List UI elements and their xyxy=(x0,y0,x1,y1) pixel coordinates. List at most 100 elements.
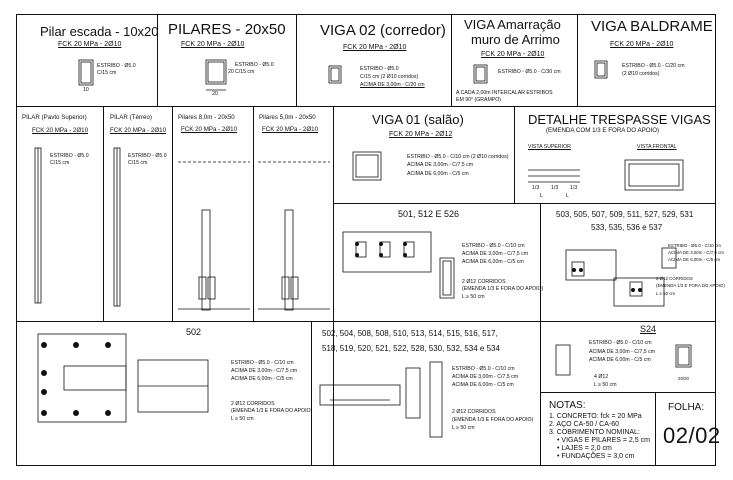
viga-02-spacing: C/15 cm (2 Ø10 corridos) xyxy=(360,74,419,80)
folha-label: FOLHA: xyxy=(668,402,705,413)
s24-estribo: ESTRIBO - Ø5.0 - C/10 cm xyxy=(589,340,652,346)
v501-title: 501, 512 E 526 xyxy=(398,209,460,219)
viga-amarracao-spec: FCK 20 MPa - 2Ø10 xyxy=(481,51,545,58)
v504-l: L ≥ 50 cm xyxy=(452,425,475,431)
v504-title-2: 518, 519, 520, 521, 522, 528, 530, 532, … xyxy=(322,344,500,353)
viga-amarracao-section xyxy=(473,64,488,84)
viga-01-estribo: ESTRIBO - Ø5.0 - C/10 cm (2 Ø10 corridos… xyxy=(407,154,509,160)
s24-acima6: ACIMA DE 6,00m - C/5 cm xyxy=(589,357,651,363)
viga-amarracao-note-2: EM 90° (GRAMPO) xyxy=(456,97,502,103)
notes-title: NOTAS: xyxy=(549,400,586,411)
pilares-20x50-spec: FCK 20 MPa - 2Ø10 xyxy=(181,41,245,48)
sheet-frame xyxy=(16,14,716,466)
pilar-pavto-spacing: C/15 cm xyxy=(50,160,70,166)
viga-amarracao-estribo: ESTRIBO - Ø5.0 - C/30 cm xyxy=(498,69,561,75)
detalhe-l-b: L xyxy=(566,193,569,199)
v501-drawing xyxy=(342,231,455,299)
v504-corridos: 2 Ø12 CORRIDOS xyxy=(452,409,496,415)
v501-emenda: (EMENDA 1/3 E FORA DO APOIO) xyxy=(462,286,544,292)
pilar-pavto-title: PILAR (Pavto Superior) xyxy=(22,114,87,121)
v504-acima6: ACIMA DE 6,00m - C/5 cm xyxy=(452,382,514,388)
v504-estribo: ESTRIBO - Ø5.0 - C/10 cm xyxy=(452,366,515,372)
pilar-escada-title: Pilar escada - 10x20 xyxy=(40,24,159,39)
pilar-terreo-spacing: C/15 cm xyxy=(128,160,148,166)
v503-title-1: 503, 505, 507, 509, 511, 527, 529, 531 xyxy=(556,210,694,219)
pilar-escada-spacing: C/15 cm xyxy=(97,70,117,76)
detalhe-vista-superior: VISTA SUPERIOR xyxy=(528,144,571,150)
pilar-escada-spec: FCK 20 MPa - 2Ø10 xyxy=(58,41,122,48)
pilares-5m-elevation xyxy=(258,161,330,311)
v502-title: 502 xyxy=(186,327,202,337)
v504-emenda: (EMENDA 1/3 E FORA DO APOIO) xyxy=(452,417,534,423)
pilares-5m-title: Pilares 5,0m - 20x50 xyxy=(259,114,316,121)
notes-line-4: • VIGAS E PILARES = 2,5 cm xyxy=(557,437,650,444)
v504-title-1: 502, 504, 508, 508, 510, 513, 514, 515, … xyxy=(322,329,498,338)
viga-baldrame-spec: FCK 20 MPa - 2Ø10 xyxy=(610,41,674,48)
pilares-20x50-dim-h: 20 xyxy=(228,69,234,75)
detalhe-third-c: 1/3 xyxy=(570,185,578,191)
pilar-terreo-elevation xyxy=(113,147,121,307)
v503-emenda: (EMENDA 1/3 E FORA DO APOIO) xyxy=(656,283,725,288)
s24-dim: 20/20 xyxy=(678,376,689,381)
viga-baldrame-estribo: ESTRIBO - Ø5.0 - C/20 cm xyxy=(622,63,685,69)
v503-acima3: ACIMA DE 3,00m - C/7,5 cm xyxy=(668,250,724,255)
pilar-escada-dim: 10 xyxy=(83,87,89,93)
detalhe-third-a: 1/3 xyxy=(532,185,540,191)
viga-02-title: VIGA 02 (corredor) xyxy=(320,22,446,39)
viga-02-acima: ACIMA DE 3,00m - C/20 cm xyxy=(360,82,425,88)
v502-corridos: 2 Ø12 CORRIDOS xyxy=(231,401,275,407)
v501-acima3: ACIMA DE 3,00m - C/7,5 cm xyxy=(462,251,529,257)
viga-02-estribo: ESTRIBO - Ø5.0 xyxy=(360,66,399,72)
pilares-20x50-title: PILARES - 20x50 xyxy=(168,21,286,38)
folha-number: 02/02 xyxy=(663,423,721,448)
notes-line-2: 2. AÇO CA-50 / CA-60 xyxy=(549,421,620,428)
pilares-20x50-section xyxy=(205,59,227,91)
v504-drawing xyxy=(319,361,443,438)
s24-title: S24 xyxy=(640,324,657,334)
v503-title-2: 533, 535, 536 e 537 xyxy=(591,223,663,232)
v502-emenda: (EMENDA 1/3 E FORA DO APOIO) xyxy=(231,408,313,414)
pilar-terreo-title: PILAR (Térreo) xyxy=(110,114,152,121)
detalhe-trespasse-drawing xyxy=(528,159,684,191)
viga-baldrame-section xyxy=(594,60,608,79)
viga-amarracao-title-2: muro de Arrimo xyxy=(471,32,560,47)
pilar-terreo-estribo: ESTRIBO - Ø5.0 xyxy=(128,153,167,159)
viga-02-section xyxy=(328,65,342,84)
pilar-pavto-spec: FCK 20 MPa - 2Ø10 xyxy=(32,127,89,134)
v502-acima3: ACIMA DE 3,00m - C/7,5 cm xyxy=(231,368,298,374)
viga-01-section xyxy=(352,151,382,181)
viga-01-acima3: ACIMA DE 3,00m - C/7,5 cm xyxy=(407,162,474,168)
pilares-20x50-spacing: C/15 cm xyxy=(235,69,255,75)
v503-estribo: ESTRIBO - Ø5.0 - C/10 cm xyxy=(668,243,721,248)
v502-acima6: ACIMA DE 6,00m - C/5 cm xyxy=(231,376,293,382)
notes-line-3: 3. COBRIMENTO NOMINAL: xyxy=(549,429,640,436)
viga-amarracao-note-1: A CADA 2,00m INTERCALAR ESTRIBOS xyxy=(456,90,553,96)
v501-estribo: ESTRIBO - Ø5.0 - C/10 cm xyxy=(462,243,525,249)
v503-acima6: ACIMA DE 6,00m - C/5 cm xyxy=(668,257,721,262)
s24-acima3: ACIMA DE 3,00m - C/7,5 cm xyxy=(589,349,656,355)
v503-corridos: 2 Ø12 CORRIDOS xyxy=(656,276,693,281)
s24-l: L ≥ 50 cm xyxy=(594,382,617,388)
pilares-20x50-dim-w: 20 xyxy=(212,91,218,97)
detalhe-title: DETALHE TRESPASSE VIGAS xyxy=(528,112,711,127)
viga-baldrame-corridos: (2 Ø10 corridos) xyxy=(622,71,660,77)
detalhe-vista-frontal: VISTA FRONTAL xyxy=(637,144,677,150)
pilar-pavto-elevation xyxy=(34,147,42,304)
v501-acima6: ACIMA DE 6,00m - C/5 cm xyxy=(462,259,524,265)
viga-amarracao-title-1: VIGA Amarração xyxy=(464,17,561,32)
v501-corridos: 2 Ø12 CORRIDOS xyxy=(462,279,506,285)
pilares-5m-spec: FCK 20 MPa - 2Ø10 xyxy=(262,126,319,133)
v502-drawing xyxy=(37,333,209,423)
pilar-pavto-estribo: ESTRIBO - Ø5.0 xyxy=(50,153,89,159)
viga-02-spec: FCK 20 MPa - 2Ø10 xyxy=(343,44,407,51)
viga-baldrame-title: VIGA BALDRAME xyxy=(591,18,713,35)
v502-l: L ≥ 50 cm xyxy=(231,416,254,422)
pilar-escada-estribo: ESTRIBO - Ø5.0 xyxy=(97,63,136,69)
pilares-20x50-estribo: ESTRIBO - Ø5.0 xyxy=(235,62,274,68)
s24-barras: 4 Ø12 xyxy=(594,374,609,380)
detalhe-third-b: 1/3 xyxy=(551,185,559,191)
detalhe-l-a: L xyxy=(540,193,543,199)
detalhe-subtitle: (EMENDA COM 1/3 E FORA DO APOIO) xyxy=(546,127,660,134)
notes-line-5: • LAJES = 2,0 cm xyxy=(557,445,612,452)
